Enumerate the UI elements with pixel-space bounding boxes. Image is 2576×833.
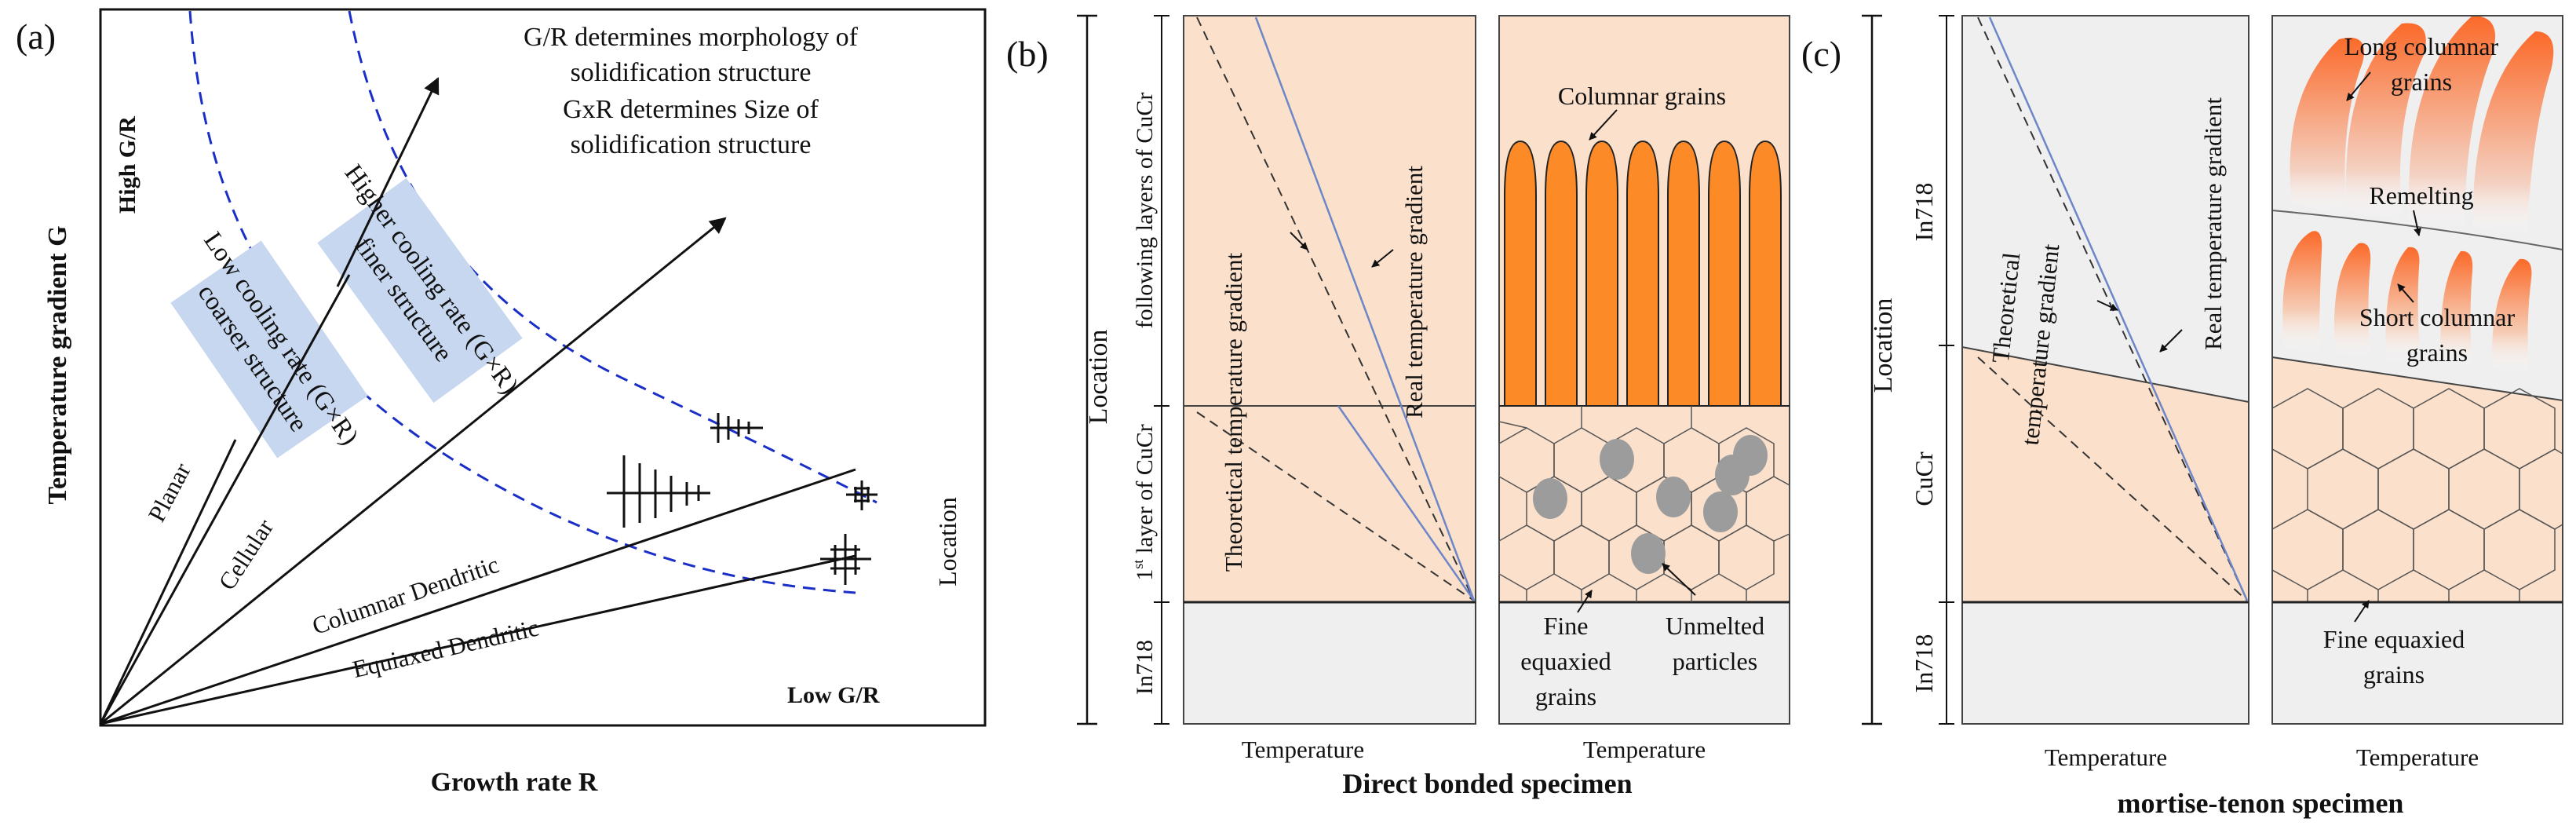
- b-real-line-1: [1254, 16, 1476, 601]
- panel-c-tag: (c): [1801, 34, 1841, 74]
- panel-b-tag: (b): [1006, 34, 1049, 74]
- b-unmelted-line-2: particles: [1673, 647, 1757, 675]
- layer-following-b: following layers of CuCr: [1132, 93, 1158, 329]
- region-columnar: Columnar Dendritic: [308, 550, 502, 640]
- c-fine-equiaxed-hex-grid: [2271, 388, 2563, 602]
- b-theoretical-label: Theoretical temperature gradient: [1220, 253, 1247, 572]
- b-left-frame: [1183, 15, 1476, 725]
- b-arrow-unmelted: [1662, 563, 1696, 596]
- layer-in718-b: In718: [1132, 640, 1158, 695]
- note-line-3: GxR determines Size of: [563, 95, 819, 124]
- dendrite-large: [607, 455, 710, 528]
- c-temp-right: Temperature: [2356, 743, 2479, 771]
- c-right-frame: [2271, 15, 2563, 725]
- band-higher-cooling: [317, 177, 523, 404]
- c-arrow-theoretical: [2096, 300, 2118, 311]
- c-long-line-2: grains: [2391, 68, 2452, 96]
- b-arrow-fine: [1577, 590, 1593, 613]
- layer-cucr-c: CuCr: [1910, 451, 1938, 506]
- y-axis-label: Temperature gradient G: [43, 225, 72, 504]
- layer-in718-bottom-c: In718: [1910, 634, 1938, 693]
- panel-b: (b) Location following layers of CuCr 1s…: [1006, 14, 1790, 799]
- c-left-frame: [1961, 15, 2249, 725]
- c-right-interface-top: [2271, 356, 2563, 401]
- c-remelting-label: Remelting: [2369, 181, 2473, 210]
- b-caption: Direct bonded specimen: [1342, 768, 1632, 799]
- location-label-b: Location: [1084, 330, 1113, 425]
- layer-in718-top-c: In718: [1910, 183, 1938, 242]
- panel-a-frame: [99, 8, 987, 727]
- band-low-cooling: [170, 240, 368, 459]
- c-short-columnar-grains: [2282, 231, 2532, 373]
- b-right-frame: [1498, 15, 1790, 725]
- b-temp-left: Temperature: [1242, 736, 1364, 763]
- b-fine-line-2: equaxied: [1520, 647, 1611, 675]
- b-arrow-theoretical: [1290, 232, 1308, 250]
- note-line-1: G/R determines morphology of: [524, 23, 859, 52]
- c-real-line: [1988, 16, 2249, 601]
- b-fine-line-3: grains: [1535, 682, 1596, 711]
- x-axis-label: Growth rate R: [431, 768, 598, 797]
- b-left-peach: [1184, 16, 1476, 602]
- panel-a: (a): [16, 8, 987, 797]
- panel-c: (c) Location In718 CuCr In718 Theoretica…: [1801, 14, 2563, 819]
- cooling-rate-arrow: [336, 77, 440, 287]
- b-theoretical-line-2: [1196, 411, 1475, 601]
- b-equiaxed-hex-grid: [1498, 406, 1790, 602]
- boundary-curve-right: [348, 10, 878, 504]
- c-right-cucr-peach: [2272, 357, 2563, 602]
- region-equiaxed: Equiaxed Dendritic: [350, 614, 542, 684]
- c-long-line-1: Long columnar: [2344, 32, 2499, 60]
- c-short-line-2: grains: [2406, 338, 2468, 367]
- c-fine-line-2: grains: [2363, 660, 2425, 689]
- b-columnar-label: Columnar grains: [1558, 82, 1726, 110]
- c-left-interface-top: [1961, 346, 2249, 403]
- c-arrow-remelting: [2413, 210, 2421, 236]
- b-theoretical-line-1: [1196, 16, 1475, 601]
- equiaxed-cross-small: [846, 480, 878, 510]
- ray-equiaxed: [100, 554, 856, 725]
- c-real-label: Real temperature gradient: [2199, 97, 2227, 350]
- b-real-label: Real temperature gradient: [1400, 166, 1428, 418]
- c-arrow-real: [2159, 329, 2183, 353]
- ray-columnar: [100, 468, 856, 725]
- c-arrow-short: [2397, 283, 2414, 303]
- c-arrow-fine: [2354, 600, 2370, 623]
- b-right-grey: [1499, 602, 1790, 724]
- location-label-a: Location: [933, 497, 961, 586]
- b-temp-right: Temperature: [1583, 736, 1706, 763]
- b-fine-line-1: Fine: [1544, 612, 1589, 640]
- c-caption: mortise-tenon specimen: [2118, 787, 2404, 819]
- b-unmelted-line-1: Unmelted: [1666, 612, 1764, 640]
- location-label-c: Location: [1869, 298, 1898, 393]
- b-arrow-columnar: [1589, 109, 1618, 141]
- region-cellular: Cellular: [213, 513, 279, 594]
- b-unmelted-particles: [1533, 435, 1768, 574]
- ray-to-arrow: [100, 217, 727, 725]
- note-line-4: solidification structure: [571, 130, 812, 159]
- ray-planar: [99, 439, 237, 725]
- panel-a-tag: (a): [16, 16, 56, 57]
- region-planar: Planar: [143, 458, 196, 526]
- b-arrow-real: [1371, 249, 1394, 268]
- c-theoretical-line-2: [1977, 356, 2248, 601]
- c-left-cucr-peach: [1962, 347, 2249, 602]
- low-gr-label: Low G/R: [787, 682, 880, 708]
- dendrite-small: [710, 413, 763, 443]
- b-real-line-2: [1337, 405, 1476, 601]
- c-temp-left: Temperature: [2045, 743, 2167, 771]
- boundary-curve-left: [188, 10, 856, 594]
- equiaxed-cross-large: [820, 534, 871, 585]
- c-long-columnar-grains: [2290, 16, 2554, 236]
- b-columnar-grains: [1504, 140, 1782, 407]
- c-arrow-long: [2346, 71, 2371, 101]
- c-short-line-1: Short columnar: [2359, 303, 2516, 331]
- c-fine-line-1: Fine equaxied: [2323, 625, 2465, 653]
- b-left-grey: [1184, 602, 1476, 724]
- ray-cellular: [99, 274, 351, 725]
- note-line-2: solidification structure: [571, 58, 812, 87]
- high-gr-label: High G/R: [115, 116, 140, 214]
- layer-first-b: 1st layer of CuCr: [1130, 424, 1158, 580]
